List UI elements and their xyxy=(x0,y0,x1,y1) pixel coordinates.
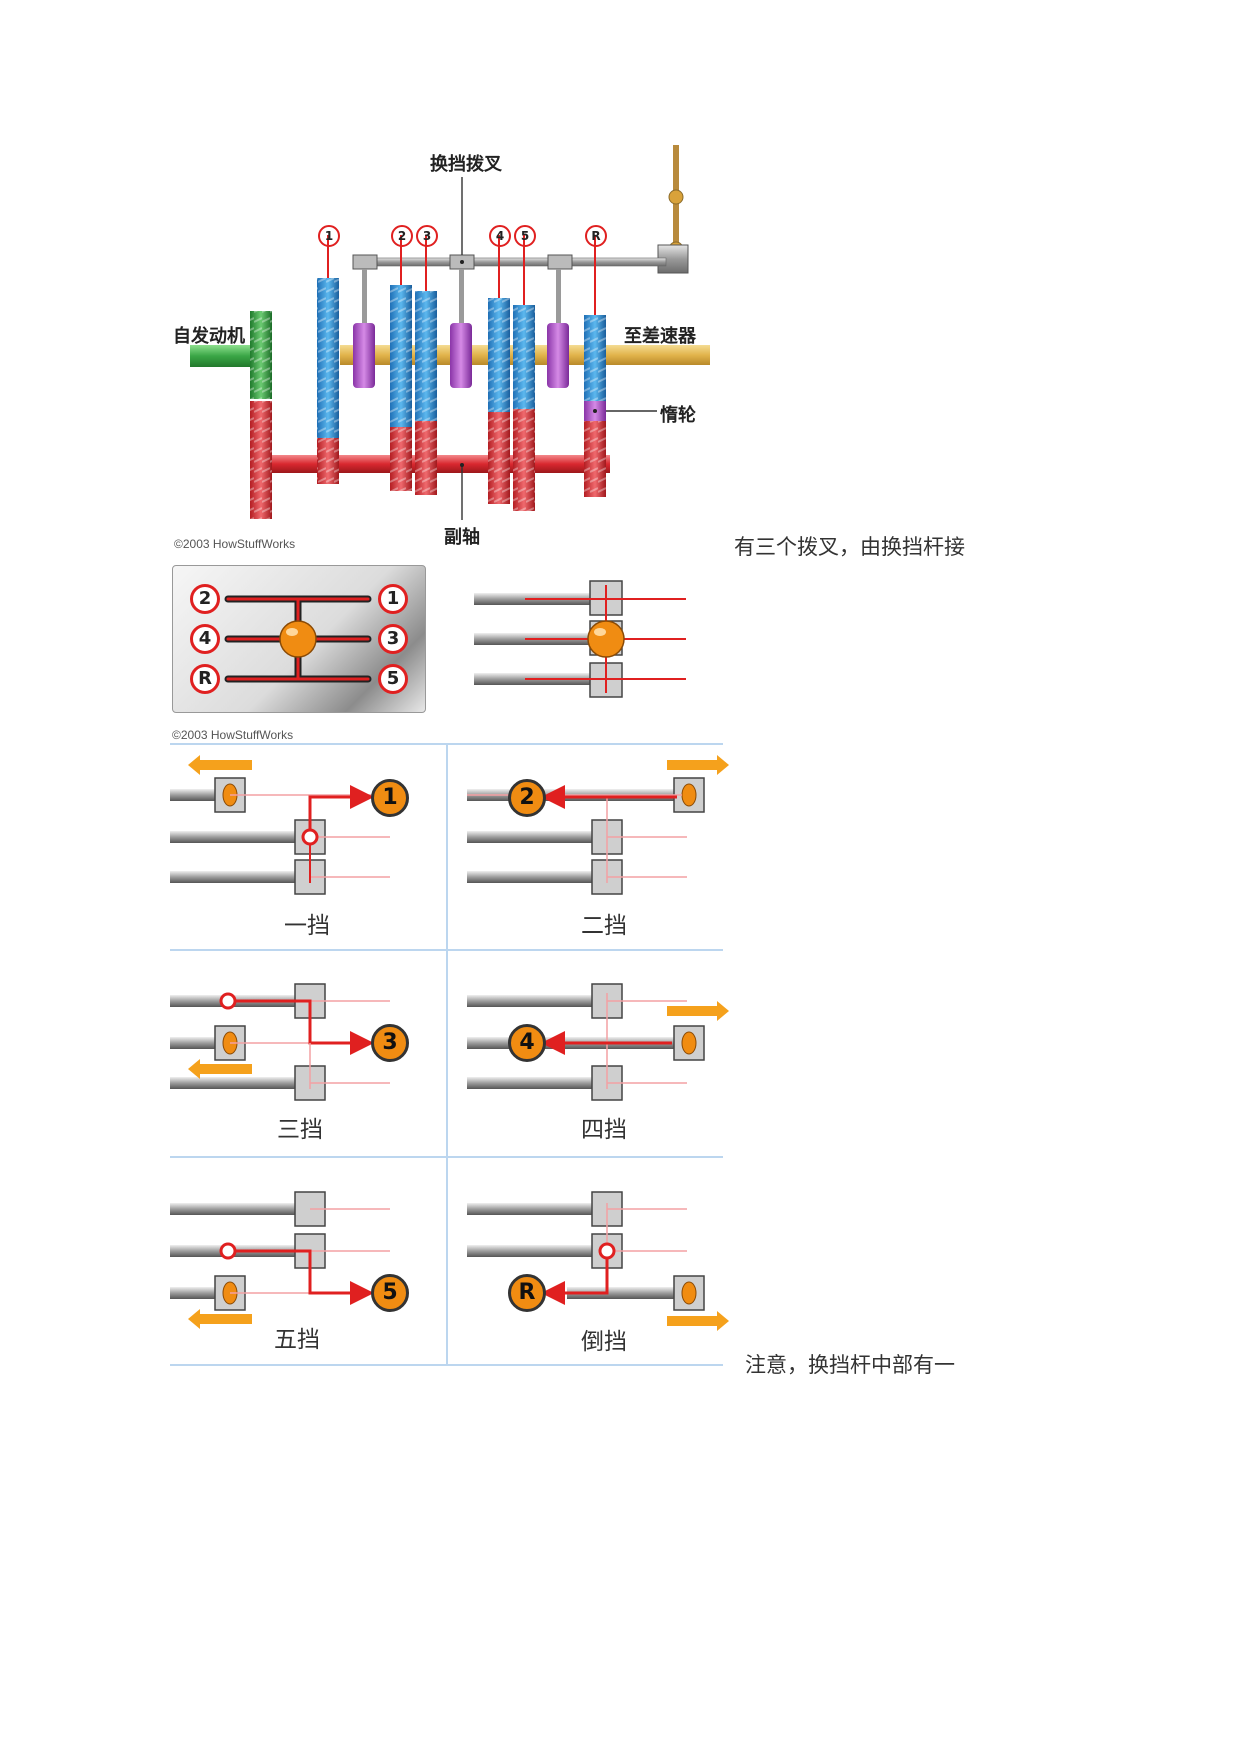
selector-rail xyxy=(352,257,667,267)
shift-path xyxy=(308,785,374,837)
gear-panel-caption-5: 五挡 xyxy=(274,1327,320,1353)
move-arrow xyxy=(667,1311,729,1331)
pattern-badge-3: 3 xyxy=(378,624,408,654)
gear-panel-badge-3: 3 xyxy=(371,1024,409,1062)
pattern-badge-4: 4 xyxy=(190,624,220,654)
shift-rail xyxy=(170,1077,295,1089)
move-arrow xyxy=(667,1001,729,1021)
label-to-differential: 至差速器 xyxy=(624,326,696,347)
shift-gate xyxy=(224,595,372,683)
pattern-badge-5: 5 xyxy=(378,664,408,694)
shift-rail xyxy=(567,1287,682,1299)
shift-rail xyxy=(170,789,215,801)
pattern-copyright: ©2003 HowStuffWorks xyxy=(172,728,294,742)
pivot-ring xyxy=(219,992,237,1010)
pivot-ring xyxy=(598,1242,616,1260)
lever-pivot xyxy=(668,189,684,205)
shift-rail xyxy=(467,995,592,1007)
red-gears xyxy=(250,401,606,519)
pivot-ring xyxy=(301,828,319,846)
pattern-badge-r: R xyxy=(190,664,220,694)
body-text-line1: 有三个拨叉，由换挡杆接 xyxy=(734,535,965,559)
gear-mark-3: 3 xyxy=(416,225,438,247)
label-idler: 惰轮 xyxy=(660,405,696,426)
pattern-badge-1: 1 xyxy=(378,584,408,614)
gear-panel-caption-2: 二挡 xyxy=(581,913,627,939)
gear-panel-caption-3: 三挡 xyxy=(277,1117,323,1143)
pattern-badge-2: 2 xyxy=(190,584,220,614)
gear-panel-badge-1: 1 xyxy=(371,779,409,817)
label-from-engine: 自发动机 xyxy=(173,326,245,347)
gearbox-diagram xyxy=(190,145,710,520)
shift-collars xyxy=(353,323,569,388)
shift-rail xyxy=(170,871,295,883)
gear-mark-1: 1 xyxy=(318,225,340,247)
move-arrow xyxy=(188,755,252,775)
gear-panel-badge-2: 2 xyxy=(508,779,546,817)
move-arrow xyxy=(188,1059,252,1079)
gear-panel-caption-1: 一挡 xyxy=(284,913,330,939)
gear-panel-caption-r: 倒挡 xyxy=(581,1329,627,1355)
gearbox-copyright: ©2003 HowStuffWorks xyxy=(174,537,296,551)
shift-path xyxy=(541,1251,609,1305)
shift-rail xyxy=(170,1203,295,1215)
fork-knob xyxy=(681,1031,697,1055)
shift-rail xyxy=(170,831,295,843)
input-shaft xyxy=(190,345,255,367)
shift-rail xyxy=(467,831,592,843)
fork-knob xyxy=(681,783,697,807)
gear-panel-badge-5: 5 xyxy=(371,1274,409,1312)
shift-rail xyxy=(467,871,592,883)
shift-rail xyxy=(467,1245,592,1257)
blue-gears xyxy=(317,278,606,438)
gear-panels-grid xyxy=(170,743,723,1366)
shift-rail xyxy=(170,1287,215,1299)
gear-panels-svg xyxy=(170,755,729,1331)
shift-path xyxy=(228,1249,374,1305)
shift-rail xyxy=(170,1037,215,1049)
body-text-line2: 注意，换挡杆中部有一 xyxy=(745,1353,955,1377)
gear-panel-badge-r: R xyxy=(508,1274,546,1312)
gear-mark-2: 2 xyxy=(391,225,413,247)
shift-path xyxy=(228,999,374,1055)
shift-rail xyxy=(467,1077,592,1089)
gear-mark-4: 4 xyxy=(489,225,511,247)
move-arrow xyxy=(667,755,729,775)
pivot-ring xyxy=(219,1242,237,1260)
gear-panel-caption-4: 四挡 xyxy=(581,1117,627,1143)
move-arrow xyxy=(188,1309,252,1329)
gear-panel-badge-4: 4 xyxy=(508,1024,546,1062)
label-shift-fork: 换挡拨叉 xyxy=(430,154,502,175)
label-countershaft: 副轴 xyxy=(444,527,480,548)
shift-rail xyxy=(467,1203,592,1215)
gear-mark-5: 5 xyxy=(514,225,536,247)
neutral-rails-diagram xyxy=(474,580,686,698)
gear-mark-r: R xyxy=(585,225,607,247)
fork-knob xyxy=(681,1281,697,1305)
shift-knob xyxy=(279,620,317,658)
